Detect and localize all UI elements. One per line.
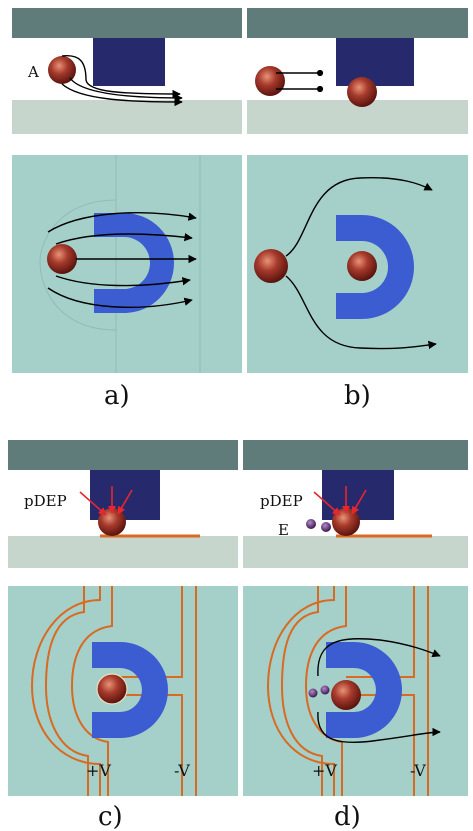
trap-block <box>93 38 165 86</box>
panel-d-top: +V -V <box>243 586 468 796</box>
particle <box>47 244 77 274</box>
particle <box>254 249 288 283</box>
trap-horseshoe <box>326 642 402 738</box>
trap-block <box>336 38 414 86</box>
electrode-tracks <box>30 586 197 796</box>
panel-d-side: pDEP E <box>243 440 468 568</box>
caption-b: b) <box>344 381 371 411</box>
panel-a-side: A <box>12 8 242 134</box>
label-a: A <box>27 63 39 81</box>
trapped-particle <box>347 77 377 107</box>
label-e: E <box>278 521 289 539</box>
flow-arrows <box>317 638 441 743</box>
small-particle <box>308 688 318 698</box>
panel-c-side: pDEP <box>8 440 238 568</box>
flow-arrows <box>285 176 437 350</box>
small-particle <box>306 519 316 529</box>
pdep-arrows <box>313 486 367 516</box>
trapped-particle <box>347 251 377 281</box>
flow-arrows <box>47 212 197 308</box>
label-minus-v: -V <box>174 761 190 780</box>
label-pdep: pDEP <box>24 492 67 510</box>
panel-a-top <box>12 155 242 373</box>
trap-block <box>322 470 394 520</box>
particle <box>48 56 76 84</box>
small-particle <box>320 685 330 695</box>
trap-horseshoe <box>92 642 168 738</box>
trap-horseshoe <box>336 215 414 319</box>
field-lines <box>276 69 324 93</box>
trapped-particle <box>331 680 361 710</box>
caption-a: a) <box>104 381 130 411</box>
caption-c: c) <box>98 802 123 831</box>
caption-d: d) <box>334 802 361 831</box>
label-plus-v: +V <box>312 761 337 780</box>
trapped-particle <box>97 674 127 704</box>
panel-b-side <box>247 8 468 134</box>
particle <box>255 66 285 96</box>
label-minus-v: -V <box>410 761 426 780</box>
flow-arrows <box>61 55 183 107</box>
panel-c-top: +V -V <box>8 586 238 796</box>
panel-b-top <box>247 155 468 373</box>
label-plus-v: +V <box>86 761 111 780</box>
trap-block <box>90 470 160 520</box>
label-pdep: pDEP <box>260 492 303 510</box>
small-particle <box>321 522 331 532</box>
trap-horseshoe <box>94 213 174 313</box>
pdep-arrows <box>79 486 133 516</box>
